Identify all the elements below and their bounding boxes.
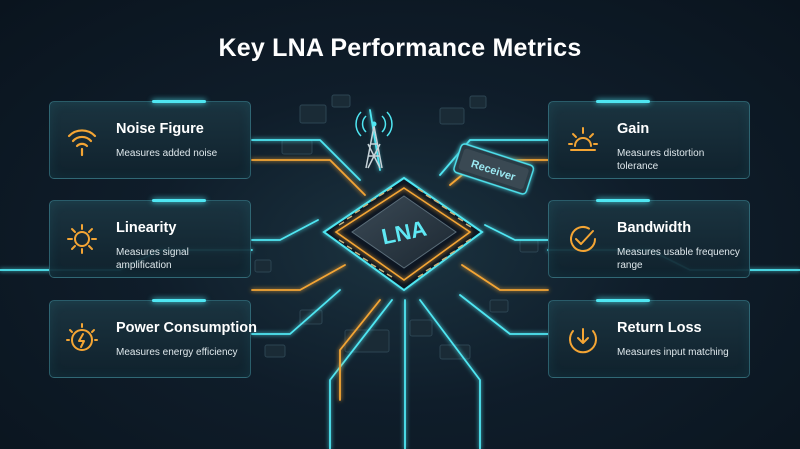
board-components xyxy=(254,94,539,360)
metric-description: Measures added noise xyxy=(116,148,218,159)
antenna-tower-icon xyxy=(355,111,393,169)
metric-description: Measures signal amplification xyxy=(116,247,189,271)
page-title: Key LNA Performance Metrics xyxy=(218,34,582,62)
metric-name: Return Loss xyxy=(617,320,702,336)
metric-name: Linearity xyxy=(116,220,177,236)
metric-card-return-loss: Return Loss Measures input matching xyxy=(548,299,750,378)
sun-icon xyxy=(67,224,97,254)
metric-name: Noise Figure xyxy=(116,121,204,137)
metric-name: Power Consumption xyxy=(116,320,257,336)
metric-card-power-consumption: Power Consumption Measures energy effici… xyxy=(49,299,257,378)
return-arrow-icon xyxy=(569,328,597,354)
metric-description: Measures input matching xyxy=(617,347,729,358)
power-bolt-icon xyxy=(66,323,98,351)
metric-name: Bandwidth xyxy=(617,220,692,236)
orange-traces xyxy=(251,159,549,401)
metric-name: Gain xyxy=(617,121,650,137)
metric-card-bandwidth: Bandwidth Measures usable frequency rang… xyxy=(548,199,750,278)
receiver-module: Receiver xyxy=(453,143,535,195)
check-gauge-icon xyxy=(570,226,596,252)
metric-card-linearity: Linearity Measures signal amplification xyxy=(49,199,251,278)
metric-description: Measures distortion tolerance xyxy=(617,148,705,172)
sunrise-icon xyxy=(568,127,598,151)
metric-card-noise-figure: Noise Figure Measures added noise xyxy=(49,100,251,179)
metric-description: Measures usable frequency range xyxy=(617,247,740,271)
lna-chip: LNA xyxy=(322,176,484,292)
wifi-signal-icon xyxy=(67,129,97,157)
metric-card-gain: Gain Measures distortion tolerance xyxy=(548,100,750,179)
metric-description: Measures energy efficiency xyxy=(116,347,238,358)
